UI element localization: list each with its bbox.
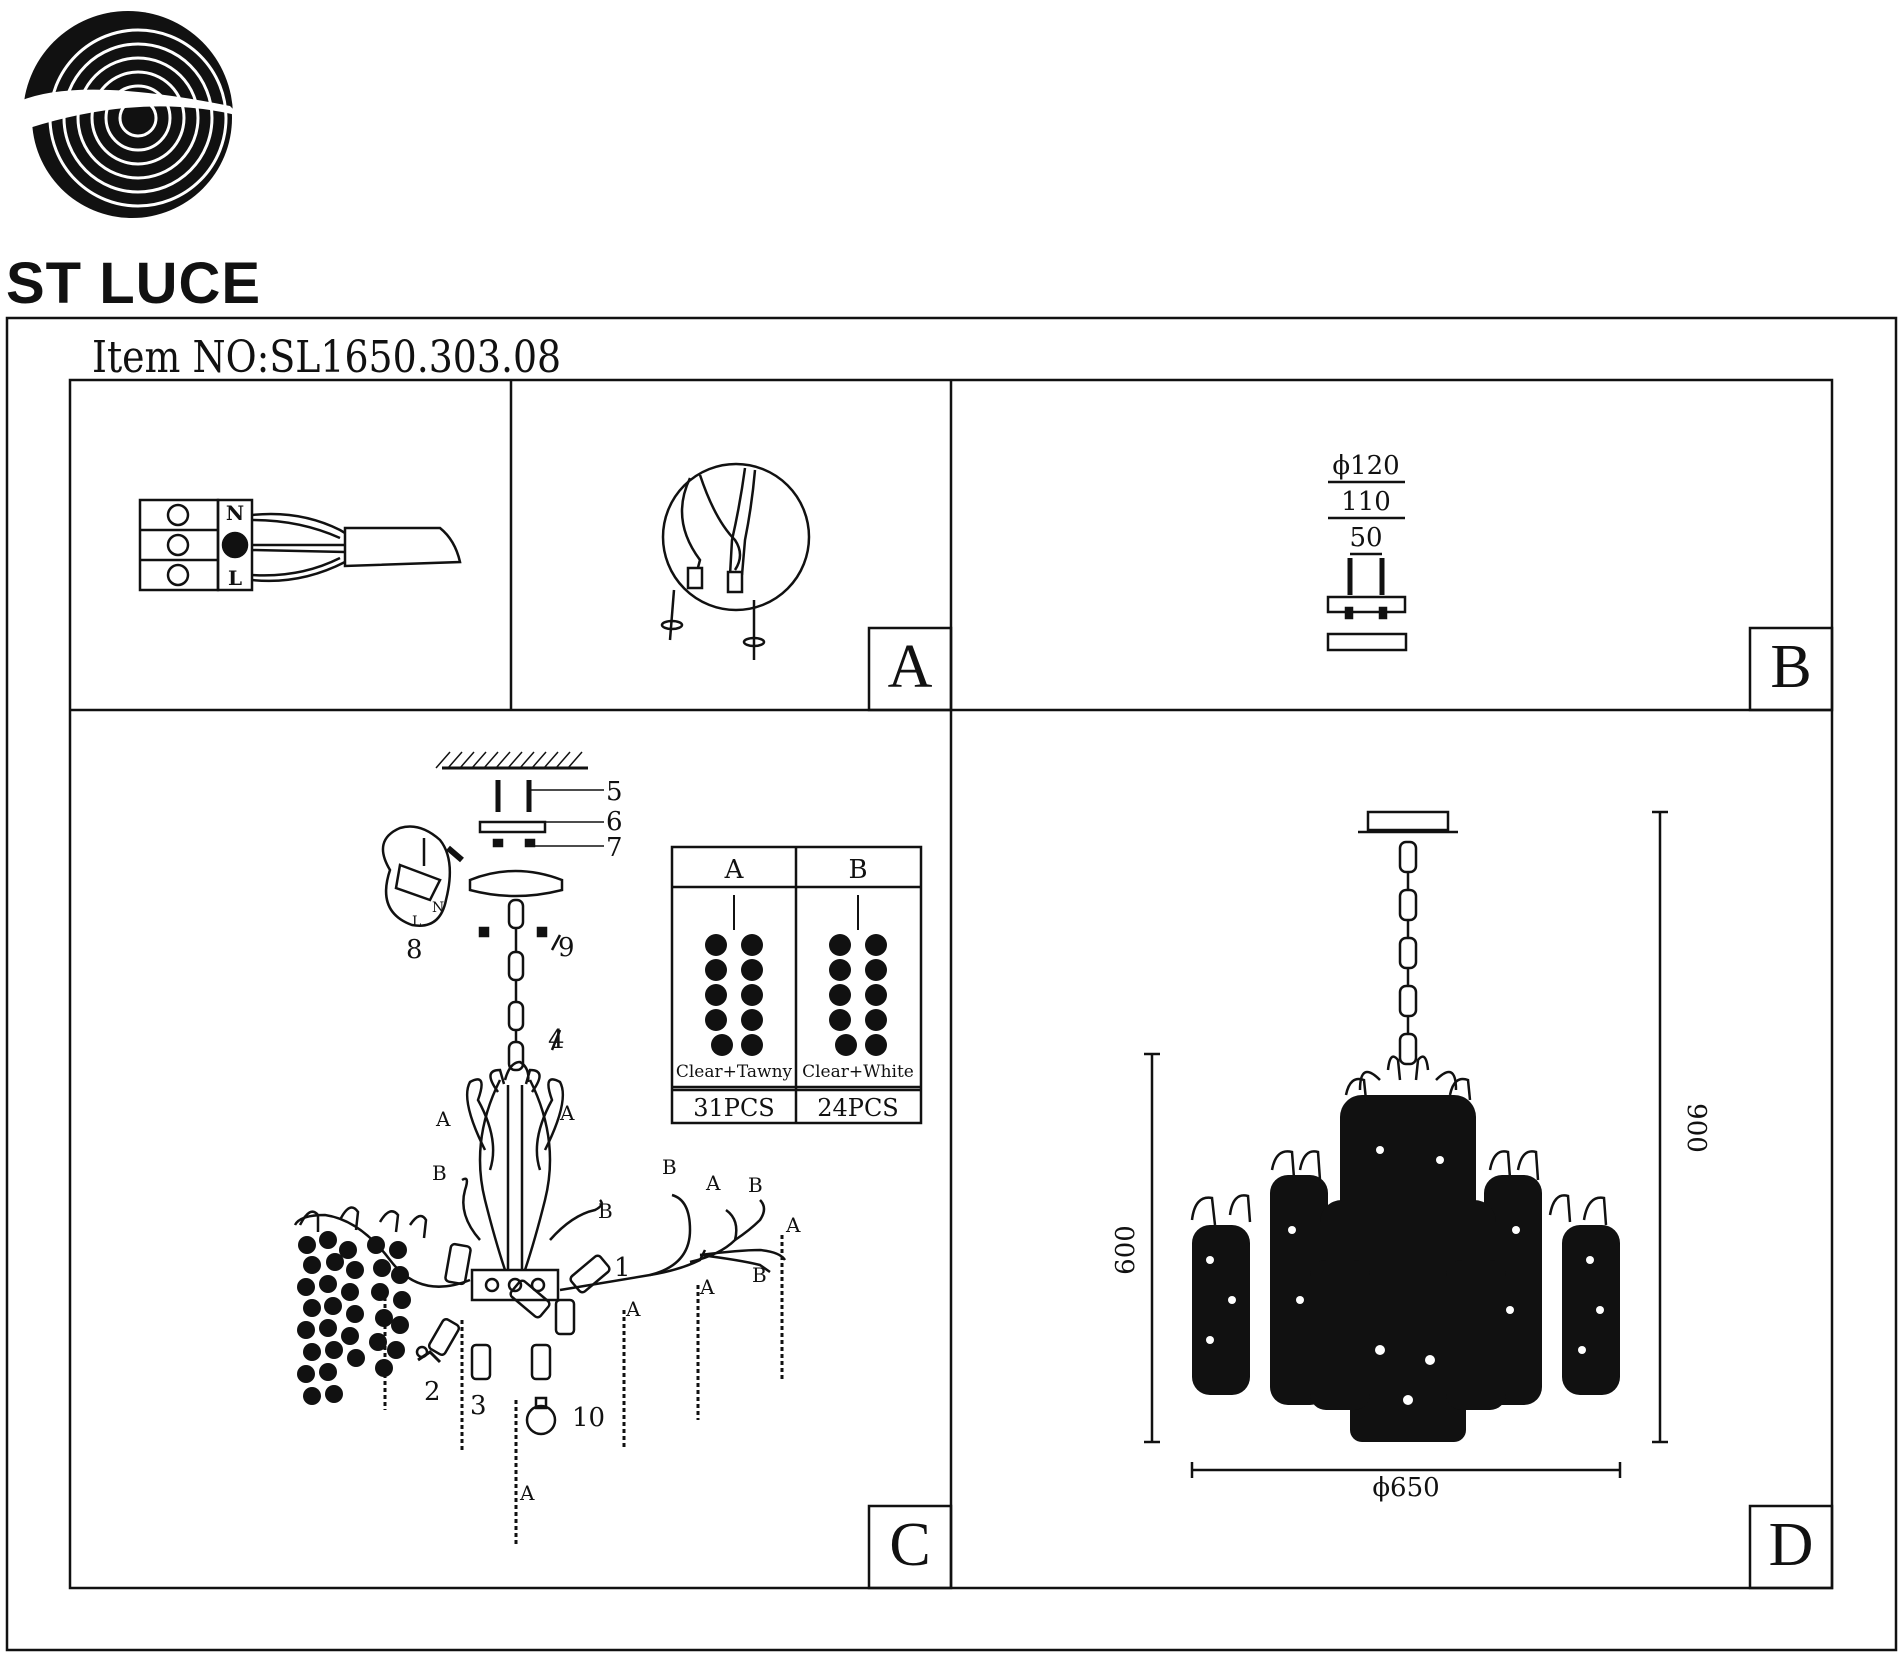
pendant-label-a: A [559, 1101, 575, 1125]
part-number-7: 7 [606, 833, 623, 863]
panel-letter-b: B [1770, 633, 1812, 701]
pendant-label-b: B [752, 1263, 767, 1287]
pendant-table-header-a: A [724, 855, 745, 885]
dimension-height-body: 600 [1111, 1225, 1141, 1275]
part-number-5: 5 [606, 777, 623, 807]
pendant-label-a: A [785, 1213, 801, 1237]
terminal-label-n: N [432, 900, 444, 916]
pendant-label-b: B [432, 1161, 447, 1185]
st-luce-logo-icon [20, 11, 240, 218]
bracket-dim-inner: 50 [1349, 523, 1382, 553]
chandelier-arm-outlines [1190, 1077, 1608, 1226]
pendant-label-a: A [699, 1275, 715, 1299]
pendant-label-b: B [748, 1173, 763, 1197]
part-number-10: 10 [572, 1403, 605, 1433]
assembled-chandelier-illustration [1144, 810, 1668, 1478]
mounting-bracket-illustration [1326, 480, 1408, 652]
part-number-1: 1 [614, 1253, 631, 1283]
chandelier-bead-mass [1192, 1095, 1620, 1442]
pendant-table [670, 845, 923, 1125]
pendant-label-a: A [625, 1297, 641, 1321]
pendant-strand-a-icon [705, 895, 763, 1056]
part-number-2: 2 [424, 1377, 441, 1407]
brand-name: ST LUCE [6, 251, 262, 316]
pendant-label-a: A [705, 1171, 721, 1195]
chandelier-bead-highlights [1206, 1146, 1604, 1405]
terminal-block-illustration [138, 498, 462, 592]
exploded-assembly [293, 751, 787, 1545]
pendant-label-b: B [662, 1155, 677, 1179]
wire-connector-detail [660, 462, 811, 660]
pendant-strand-b-icon [829, 895, 887, 1056]
panel-letter-d: D [1768, 1511, 1814, 1579]
pendant-table-color-b: Clear+White [802, 1062, 914, 1082]
part-number-6: 6 [606, 807, 623, 837]
part-number-8: 8 [406, 935, 423, 965]
bracket-dim-outer: ϕ120 [1332, 451, 1399, 481]
pendant-label-b: B [598, 1199, 613, 1223]
pendant-table-header-b: B [848, 855, 867, 885]
terminal-label-l: L [412, 914, 421, 930]
letter-box-d [1748, 1504, 1834, 1590]
terminal-label-l: L [228, 566, 242, 590]
part-number-4: 4 [548, 1025, 565, 1055]
part-number-9: 9 [558, 933, 575, 963]
letter-box-c [867, 1504, 953, 1590]
item-number: Item NO:SL1650.303.08 [92, 332, 562, 383]
dimension-height-total: 900 [1681, 1103, 1711, 1153]
letter-box-a [867, 626, 953, 712]
panel-letter-c: C [889, 1511, 931, 1579]
terminal-label-n: N [226, 501, 244, 525]
letter-box-b [1748, 626, 1834, 712]
panel-letter-a: A [887, 633, 933, 701]
dimension-diameter: ϕ650 [1372, 1473, 1439, 1503]
pendant-table-count-a: 31PCS [693, 1094, 775, 1122]
bracket-dim-mid: 110 [1341, 487, 1391, 517]
pendant-label-a: A [519, 1481, 535, 1505]
outer-frame [5, 316, 1898, 1652]
part-number-3: 3 [470, 1391, 487, 1421]
pendant-bead-clusters-right-detail [298, 1206, 428, 1239]
pendant-table-color-a: Clear+Tawny [676, 1062, 793, 1082]
pendant-table-count-b: 24PCS [817, 1094, 899, 1122]
pendant-label-a: A [435, 1107, 451, 1131]
pendant-bead-clusters [297, 1231, 411, 1405]
